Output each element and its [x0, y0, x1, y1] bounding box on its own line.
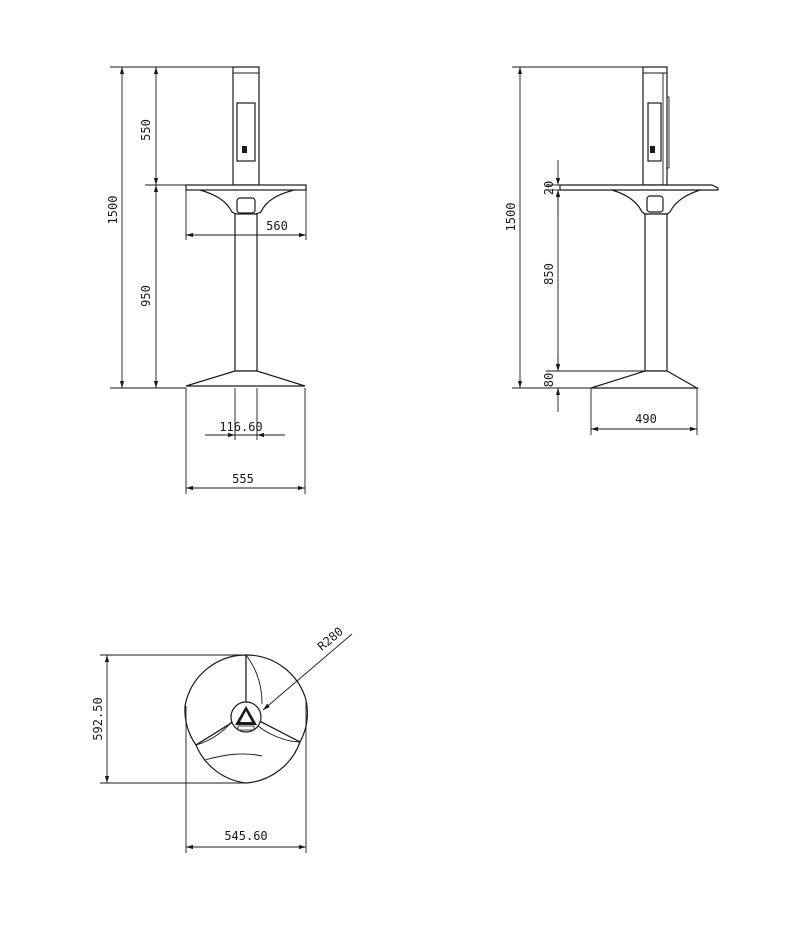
side-column-lower — [644, 213, 668, 372]
side-reader-icon — [650, 146, 655, 153]
side-column-height-label: 850 — [542, 263, 556, 285]
front-total-height-label: 1500 — [106, 196, 120, 225]
top-view: R280 592.50 545.60 — [91, 624, 353, 853]
front-reader-icon — [242, 146, 247, 153]
front-upper-height-label: 550 — [139, 119, 153, 141]
front-base — [185, 370, 306, 387]
top-depth-label: 592.50 — [91, 697, 105, 740]
front-base-width-label: 555 — [232, 472, 254, 486]
side-base — [590, 370, 700, 389]
side-tray-thickness-label: 20 — [542, 181, 556, 195]
front-view: 1500 550 950 560 116.60 555 — [106, 66, 307, 494]
side-total-height-label: 1500 — [504, 203, 518, 232]
top-radius-leader — [262, 633, 353, 711]
front-column-width-label: 116.60 — [219, 420, 262, 434]
front-screen-panel — [236, 102, 256, 162]
side-base-height-label: 80 — [542, 373, 556, 387]
side-view: 1500 20 850 80 490 — [504, 66, 719, 435]
front-tray-width-label: 560 — [266, 219, 288, 233]
side-tray — [559, 184, 719, 191]
front-lower-height-label: 950 — [139, 285, 153, 307]
side-base-width-label: 490 — [635, 412, 657, 426]
front-bracket-block — [236, 197, 256, 214]
side-bracket-block — [646, 195, 664, 213]
top-radius-label: R280 — [315, 624, 346, 653]
front-column-lower — [234, 213, 258, 372]
top-width-label: 545.60 — [224, 829, 267, 843]
front-tray — [185, 184, 307, 191]
